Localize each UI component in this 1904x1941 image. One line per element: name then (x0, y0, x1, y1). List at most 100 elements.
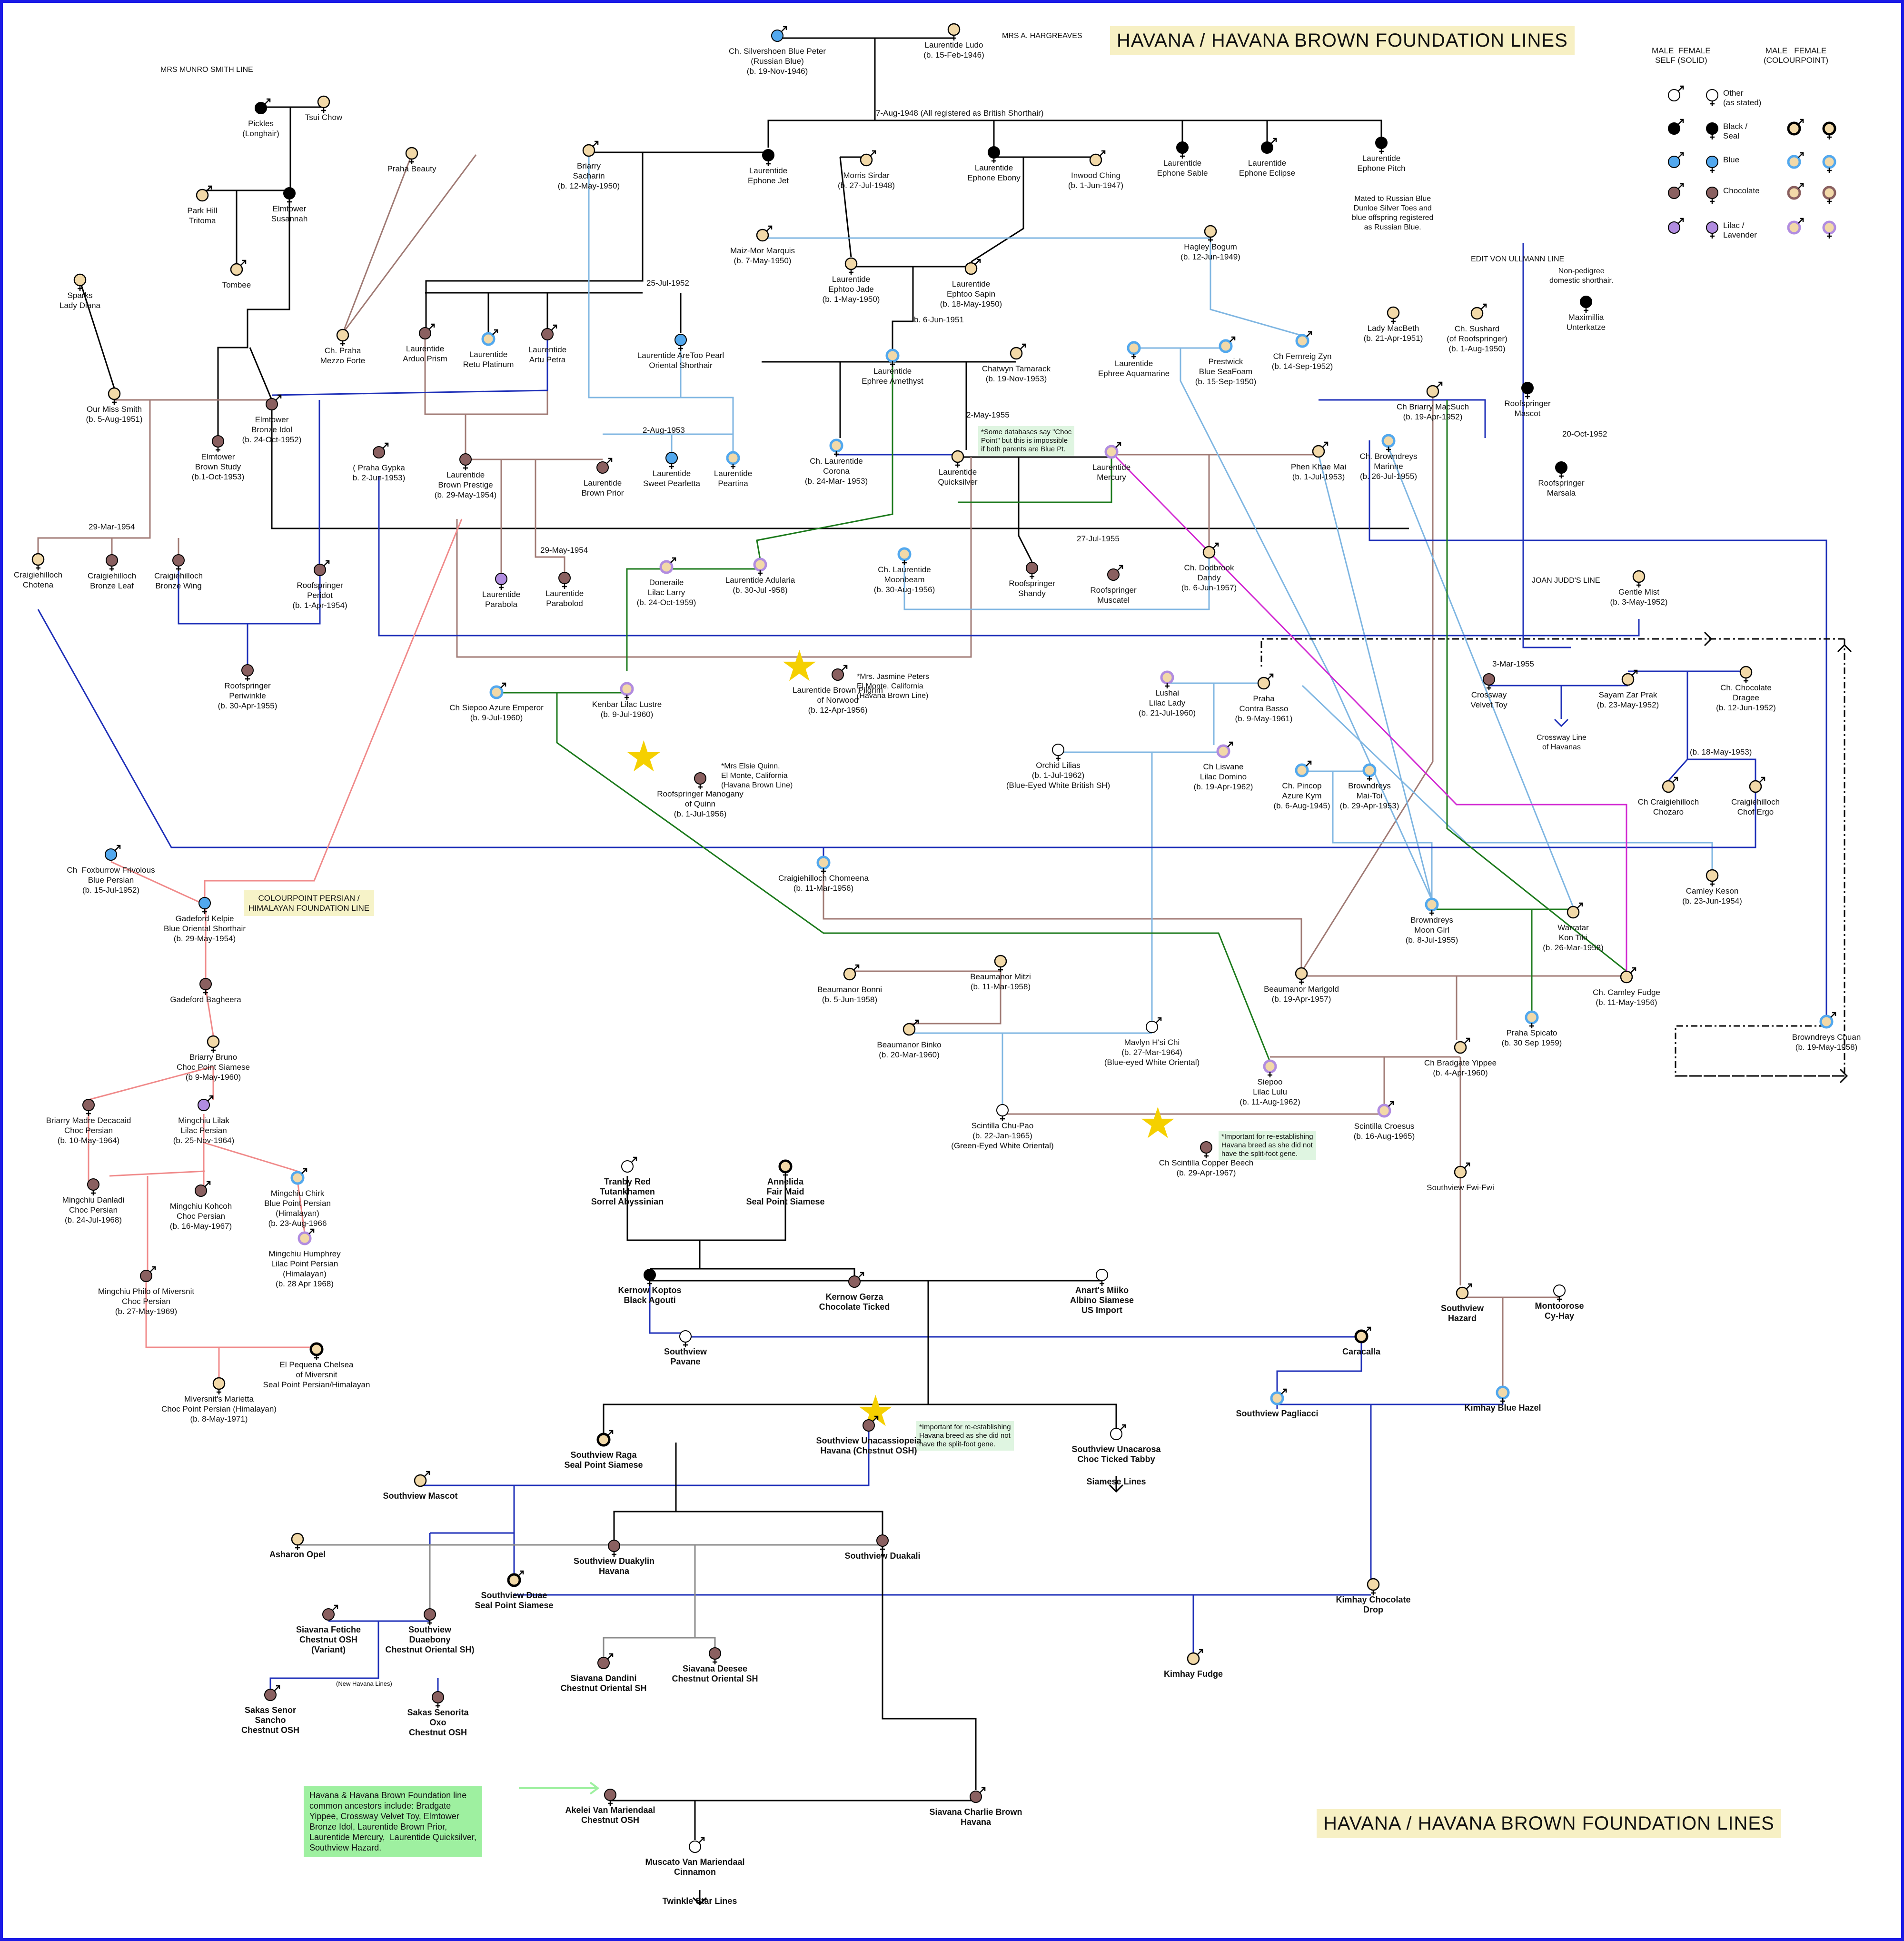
cat-symbol-icon (290, 1168, 307, 1185)
cat-symbol-icon (620, 682, 634, 700)
cat-symbol-icon (1096, 1269, 1108, 1286)
cat-symbol-icon (196, 185, 212, 202)
cat-name: Sakas Senorita Oxo Chestnut OSH (407, 1708, 469, 1737)
pedigree-connector (1111, 451, 1627, 971)
annotation-quinn: *Mrs Elsie Quinn, El Monte, California (… (721, 762, 793, 789)
cat-name: Ch Fernreig Zyn (b. 14-Sep-1952) (1271, 352, 1333, 371)
cat-symbol-icon (1010, 343, 1026, 360)
pedigree-connector (613, 1443, 677, 1540)
pedigree-connector (271, 409, 1409, 529)
cat-symbol-icon (1146, 1017, 1162, 1033)
cat-name: Ch. Pincop Azure Kym (b. 6-Aug-1945) (1273, 781, 1330, 810)
pedigree-connector (1554, 718, 1569, 727)
cat-symbol-icon (405, 147, 418, 164)
cat-symbol-icon (432, 1691, 444, 1708)
cat-symbol-icon (495, 573, 507, 590)
cat-symbol-icon (1739, 666, 1753, 683)
cat-symbol-icon (848, 1272, 864, 1288)
cat-name: Muscato Van Mariendaal Cinnamon (645, 1857, 745, 1877)
cat-name: Laurentide Ephone Eclipse (1239, 159, 1296, 178)
pedigree-connector (839, 157, 852, 258)
cat-name: Browndreys Mai-Toi (b. 29-Apr-1953) (1339, 781, 1399, 810)
cat-name: Praha Spicato (b. 30 Sep 1959) (1501, 1028, 1562, 1047)
cat-symbol-icon (481, 329, 498, 346)
cat-name: Siavana Dandini Chestnut Oriental SH (560, 1673, 647, 1693)
cat-name: Southview Pagliacci (1236, 1409, 1319, 1418)
cat-name: Craigiehilloch Bronze Leaf (87, 571, 137, 590)
legend-male-icon (1668, 218, 1684, 234)
cat-name: Beaumanor Mitzi (b. 11-Mar-1958) (970, 972, 1031, 991)
cat-name: Laurentide Sweet Pearletta (643, 469, 701, 488)
cat-name: Laurentide Mercury (1092, 463, 1131, 482)
pedigree-connector (958, 452, 1112, 503)
cat-symbol-icon (679, 1330, 692, 1347)
legend-male-icon (1668, 85, 1684, 101)
cat-name: Morris Sirdar (b. 27-Jul-1948) (837, 171, 895, 190)
cat-name: Ch. Silvershoen Blue Peter (Russian Blue… (728, 47, 826, 76)
pedigree-connector (835, 452, 958, 456)
cat-symbol-icon (1219, 336, 1236, 353)
cat-symbol-icon (1496, 1385, 1510, 1403)
pedigree-connector (892, 267, 914, 350)
annotation-peters: *Mrs. Jasmine Peters El Monte, Californi… (857, 673, 930, 700)
legend-cp-female-icon (1822, 186, 1836, 204)
pedigree-connector (271, 338, 548, 396)
pedigree-connector (203, 1142, 298, 1172)
cat-name: Kernow Gerza Chocolate Ticked (819, 1292, 890, 1312)
cat-symbol-icon (1187, 1649, 1203, 1665)
cat-symbol-icon (1200, 1141, 1212, 1158)
cat-symbol-icon (241, 664, 254, 681)
legend-male-icon (1668, 152, 1684, 168)
ullmann-line-label: EDIT VON ULLMANN LINE (1471, 255, 1565, 263)
pedigree-connector (269, 1621, 379, 1690)
cat-symbol-icon (582, 140, 599, 157)
pedigree-connector (768, 119, 1382, 138)
pedigree-connector (927, 1281, 1117, 1428)
legend-cp-male-icon (1787, 218, 1804, 235)
cat-name: Laurentide Ludo (b. 15-Feb-1946) (923, 40, 984, 60)
cat-name: Camley Keson (b. 23-Jun-1954) (1682, 886, 1742, 906)
cat-name: Beaumanor Binko (b. 20-Mar-1960) (877, 1040, 942, 1059)
cat-name: Phen Khae Mai (b. 1-Jul-1953) (1290, 462, 1347, 481)
cat-symbol-icon (1819, 1012, 1836, 1029)
pedigree-connector (882, 1547, 977, 1790)
cat-symbol-icon (947, 23, 961, 40)
pedigree-connector (823, 857, 1302, 971)
cat-symbol-icon (988, 146, 1000, 163)
cat-name: Inwood Ching (b. 1-Jun-1947) (1068, 171, 1124, 190)
cat-symbol-icon (1381, 434, 1396, 452)
legend-heading-colourpoint: MALE FEMALE (COLOURPOINT) (1764, 46, 1828, 65)
cat-symbol-icon (1375, 137, 1388, 154)
cat-name: Gadeford Kelpie Blue Oriental Shorthair … (164, 914, 246, 943)
cat-symbol-icon (1454, 1162, 1470, 1179)
pedigree-connector (1018, 457, 1033, 562)
cat-name: Southview Unacarosa Choc Ticked Tabby (1071, 1444, 1161, 1464)
pedigree-connector (1301, 685, 1713, 876)
cat-symbol-icon (1257, 673, 1274, 690)
pedigree-connector (909, 971, 1002, 1025)
cat-symbol-icon (212, 435, 224, 452)
pedigree-connector (425, 152, 644, 328)
cat-symbol-icon (1555, 461, 1567, 478)
pedigree-connector (109, 1170, 205, 1177)
pedigree-connector (649, 1283, 685, 1334)
pedigree-connector (1276, 1343, 1362, 1393)
cat-symbol-icon (1312, 441, 1329, 458)
cat-name: Kimhay Fudge (1163, 1669, 1223, 1679)
cat-symbol-icon (1553, 1284, 1566, 1302)
cat-symbol-icon (1425, 897, 1439, 916)
legend-cp-male-icon (1787, 119, 1804, 136)
cat-name: Laurentide Artu Petra (528, 345, 567, 364)
cat-symbol-icon (694, 772, 706, 789)
cat-name: Ch. Sushard (of Roofspringer) (b. 1-Aug-… (1447, 324, 1507, 353)
cat-symbol-icon (1354, 1326, 1371, 1344)
pedigree-connector (1675, 639, 1845, 1077)
cat-symbol-icon (419, 323, 435, 339)
cat-symbol-icon (212, 1377, 226, 1394)
cat-name: Siamese Lines (1086, 1477, 1146, 1486)
cat-name: Ch. Laurentide Corona (b. 24-Mar- 1953) (804, 457, 868, 486)
cat-symbol-icon (1204, 225, 1217, 242)
legend-row-label: Blue (1723, 155, 1740, 164)
cat-symbol-icon (832, 665, 848, 681)
cat-symbol-icon (994, 955, 1007, 972)
